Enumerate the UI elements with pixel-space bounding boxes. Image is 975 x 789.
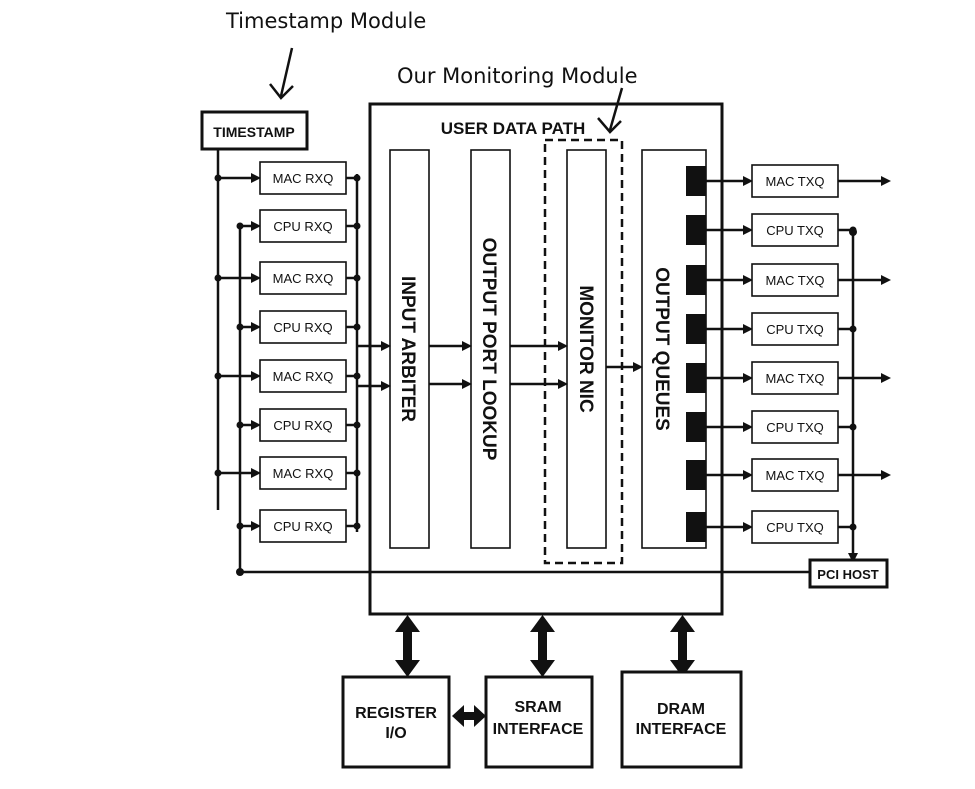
- tx-queue-box: [751, 312, 839, 346]
- dram-label-2: INTERFACE: [636, 721, 727, 738]
- output-queue-slot: [686, 412, 706, 442]
- pci-host-label: PCI HOST: [817, 567, 878, 582]
- rx-queue-box: [259, 209, 347, 243]
- monitor-nic-label: MONITOR NIC: [575, 285, 596, 413]
- tx-queue-1: MAC TXQ: [686, 164, 891, 198]
- tx-queue-label: MAC TXQ: [766, 468, 825, 483]
- rx-queue-group: MAC RXQ CPU RXQ MAC RXQ CPU RXQ MAC RXQ CPU R…: [214, 161, 361, 543]
- rx-queue-box: [259, 261, 347, 295]
- rx-queue-8: CPU RXQ: [236, 509, 361, 543]
- rx-queue-label: MAC RXQ: [273, 466, 334, 481]
- tx-queue-label: MAC TXQ: [766, 273, 825, 288]
- monitoring-annotation-arrow: [608, 87, 624, 131]
- tx-queue-label: CPU TXQ: [766, 322, 824, 337]
- rx-queue-3: MAC RXQ: [214, 261, 361, 295]
- monitoring-module-region: [543, 138, 624, 565]
- rx-queue-label: MAC RXQ: [273, 369, 334, 384]
- rx-queue-6: CPU RXQ: [236, 408, 361, 442]
- tx-queue-2: CPU TXQ: [686, 213, 857, 247]
- tx-queue-box: [751, 213, 839, 247]
- tx-queue-label: MAC TXQ: [766, 371, 825, 386]
- output-queue-slot: [686, 314, 706, 344]
- tx-queue-label: CPU TXQ: [766, 520, 824, 535]
- tx-queue-group: MAC TXQ CPU TXQ MAC TXQ CPU TXQ MAC TXQ CPU T…: [686, 164, 891, 544]
- output-queues-label: OUTPUT QUEUES: [651, 267, 672, 431]
- timestamp-annotation-arrow: [279, 47, 294, 97]
- tx-queue-4: CPU TXQ: [686, 312, 857, 346]
- tx-queue-label: CPU TXQ: [766, 223, 824, 238]
- rx-queue-5: MAC RXQ: [214, 359, 361, 393]
- input-arbiter-label: INPUT ARBITER: [397, 276, 418, 422]
- rx-queue-box: [259, 509, 347, 543]
- tx-queue-3: MAC TXQ: [686, 263, 891, 297]
- register-io-box: [341, 675, 451, 769]
- register-io-double-arrow: [395, 615, 420, 677]
- rx-queue-box: [259, 456, 347, 490]
- tx-queue-box: [751, 510, 839, 544]
- dram-label-1: DRAM: [657, 701, 705, 718]
- rx-queue-4: CPU RXQ: [236, 310, 361, 344]
- tx-queue-box: [751, 164, 839, 198]
- tx-queue-5: MAC TXQ: [686, 361, 891, 395]
- tx-queue-box: [751, 361, 839, 395]
- rx-queue-box: [259, 408, 347, 442]
- output-queue-slot: [686, 166, 706, 196]
- timestamp-module-annotation: Timestamp Module: [225, 9, 426, 33]
- rx-queue-1: MAC RXQ: [214, 161, 361, 195]
- user-data-path-title: USER DATA PATH: [441, 119, 586, 138]
- rx-queue-7: MAC RXQ: [214, 456, 361, 490]
- input-arbiter-block: [389, 149, 430, 549]
- output-queue-slot: [686, 460, 706, 490]
- tx-queue-label: CPU TXQ: [766, 420, 824, 435]
- rx-queue-label: MAC RXQ: [273, 171, 334, 186]
- monitoring-module-annotation: Our Monitoring Module: [397, 64, 638, 88]
- tx-queue-8: CPU TXQ: [686, 510, 857, 544]
- monitor-nic-block: [566, 149, 607, 549]
- rx-queue-2: CPU RXQ: [236, 209, 361, 243]
- dram-interface-box: [620, 670, 743, 769]
- rx-queue-label: CPU RXQ: [273, 320, 332, 335]
- rx-queue-label: CPU RXQ: [273, 418, 332, 433]
- tx-queue-label: MAC TXQ: [766, 174, 825, 189]
- output-queue-slot: [686, 265, 706, 295]
- timestamp-box: [200, 110, 309, 151]
- output-queue-slot: [686, 512, 706, 542]
- sram-double-arrow: [530, 615, 555, 677]
- timestamp-label: TIMESTAMP: [213, 124, 294, 140]
- dram-double-arrow: [670, 615, 695, 677]
- tx-queue-6: CPU TXQ: [686, 410, 857, 444]
- output-queue-slot: [686, 363, 706, 393]
- sram-interface-box: [484, 675, 594, 769]
- register-io-label-1: REGISTER: [355, 705, 437, 722]
- rx-queue-label: CPU RXQ: [273, 219, 332, 234]
- output-port-lookup-block: [470, 149, 511, 549]
- tx-queue-7: MAC TXQ: [686, 458, 891, 492]
- rx-queue-label: CPU RXQ: [273, 519, 332, 534]
- user-data-path-box: [368, 102, 724, 616]
- register-io-label-2: I/O: [385, 725, 406, 742]
- sram-label-1: SRAM: [514, 699, 561, 716]
- rx-queue-box: [259, 310, 347, 344]
- pci-host-box: [808, 558, 889, 589]
- output-queue-slot: [686, 215, 706, 245]
- rx-queue-label: MAC RXQ: [273, 271, 334, 286]
- output-port-lookup-label: OUTPUT PORT LOOKUP: [478, 238, 499, 461]
- rx-queue-box: [259, 161, 347, 195]
- register-sram-double-arrow: [452, 705, 486, 727]
- sram-label-2: INTERFACE: [493, 721, 584, 738]
